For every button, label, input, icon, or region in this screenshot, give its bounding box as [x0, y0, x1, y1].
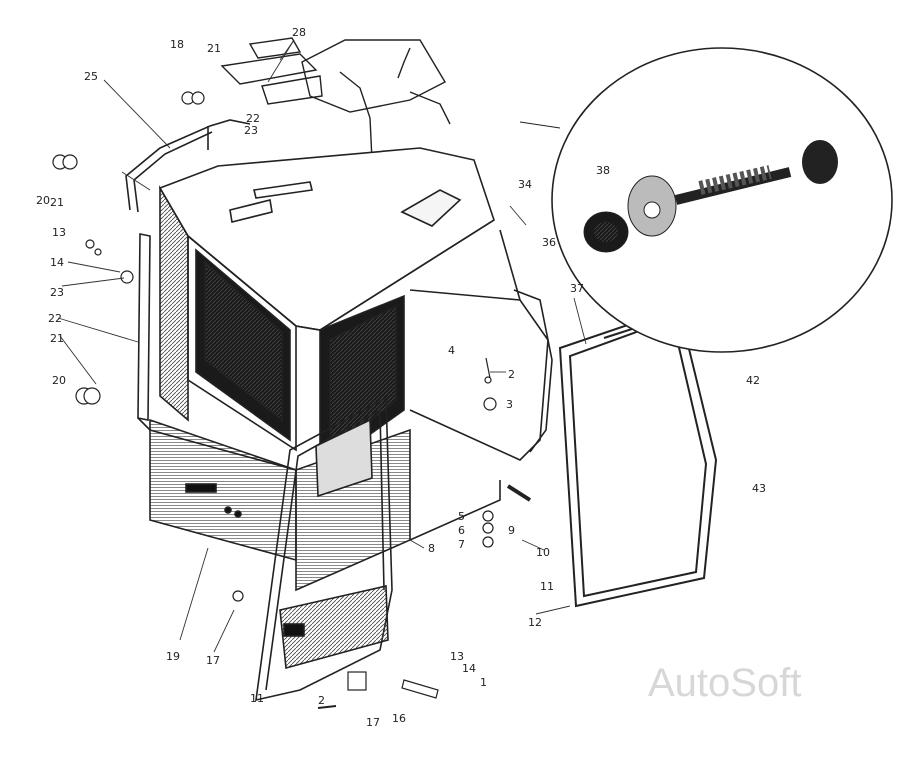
callout-36: 36	[542, 236, 556, 249]
callout-6: 6	[458, 524, 465, 537]
callout-28: 28	[292, 26, 306, 39]
callout-2-right: 2	[508, 368, 515, 381]
callout-11-bottom: 11	[250, 692, 264, 705]
cab-body	[149, 147, 553, 592]
roof-frame	[220, 37, 451, 177]
callout-1: 1	[480, 676, 487, 689]
door	[255, 396, 393, 702]
callout-3: 3	[506, 398, 513, 411]
callout-20-top: 20	[36, 194, 50, 207]
callout-13-bottom: 13	[450, 650, 464, 663]
leader-lines	[57, 39, 587, 653]
callout-14-left: 14	[50, 256, 64, 269]
callout-25: 25	[84, 70, 98, 83]
right-door-frame	[558, 312, 718, 608]
callout-37: 37	[570, 282, 584, 295]
callout-5: 5	[458, 510, 465, 523]
callout-4: 4	[448, 344, 455, 357]
callout-21-top: 21	[50, 196, 64, 209]
callout-34: 34	[518, 178, 532, 191]
callout-23-left: 23	[50, 286, 64, 299]
callout-labels: 28 21 18 22 25 23 20 21 13 14 23 22 21 2…	[36, 26, 766, 729]
callout-8: 8	[428, 542, 435, 555]
callout-12: 12	[528, 616, 542, 629]
inset-detail	[519, 47, 893, 353]
callout-23: 23	[244, 124, 258, 137]
callout-10: 10	[536, 546, 550, 559]
callout-7: 7	[458, 538, 465, 551]
callout-16: 16	[392, 712, 406, 725]
watermark: AutoSoft	[648, 661, 801, 705]
callout-43: 43	[752, 482, 766, 495]
callout-11-right: 11	[540, 580, 554, 593]
fasteners	[52, 91, 532, 709]
callout-22-left: 22	[48, 312, 62, 325]
callout-20-left: 20	[52, 374, 66, 387]
callout-22: 22	[246, 112, 260, 125]
callout-42: 42	[746, 374, 760, 387]
callout-9: 9	[508, 524, 515, 537]
callout-17-left: 17	[206, 654, 220, 667]
callout-38: 38	[596, 164, 610, 177]
callout-21-left: 21	[50, 332, 64, 345]
callout-14-bottom: 14	[462, 662, 476, 675]
rear-tube-frame	[125, 119, 251, 213]
callout-2-bottom: 2	[318, 694, 325, 707]
callout-13-left: 13	[52, 226, 66, 239]
callout-18: 18	[170, 38, 184, 51]
callout-17-bottom: 17	[366, 716, 380, 729]
left-side-tubes	[137, 233, 297, 471]
callout-21: 21	[207, 42, 221, 55]
callout-19: 19	[166, 650, 180, 663]
